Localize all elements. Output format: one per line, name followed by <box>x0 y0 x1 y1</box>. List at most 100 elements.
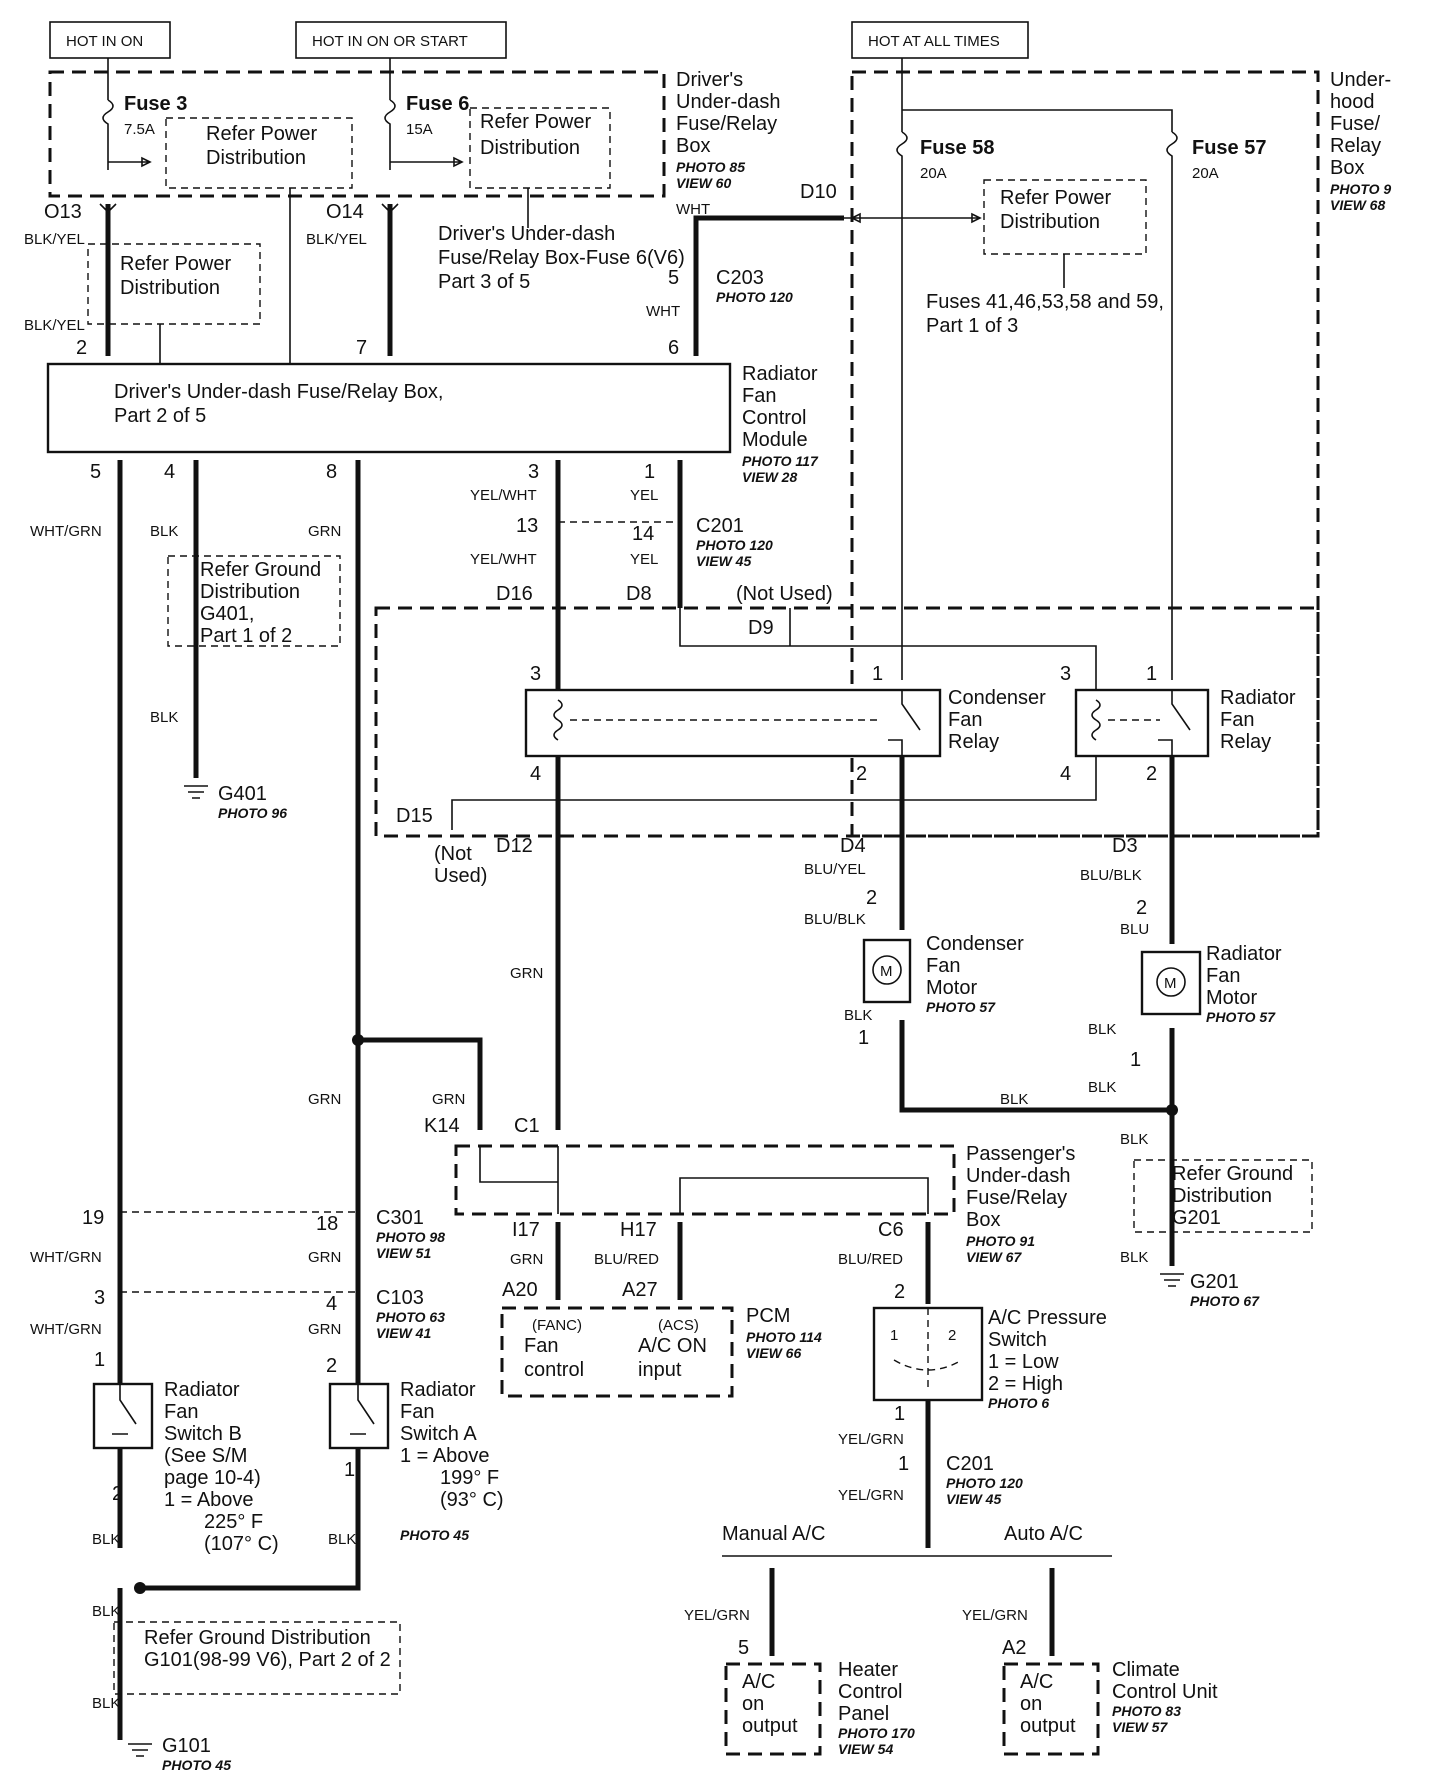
underhood-title-5: Box <box>1330 157 1364 179</box>
switch-a-title-5: 199° F <box>440 1467 499 1489</box>
radiator-motor-m: M <box>1164 975 1177 992</box>
wire-label-blk-yel-1: BLK/YEL <box>24 231 85 248</box>
connector-o13-label: O13 <box>44 201 82 223</box>
c103-pin-3: 3 <box>94 1287 105 1309</box>
connector-c201b-view: VIEW 45 <box>946 1491 1001 1507</box>
switch-b-title-8: (107° C) <box>204 1533 279 1555</box>
refer-power-box-2 <box>469 107 611 189</box>
g401-part-label: Part 1 of 2 <box>200 625 292 647</box>
radiator-relay-coil <box>1091 699 1101 741</box>
condenser-motor-title-2: Fan <box>926 955 960 977</box>
distribution-label-3: Distribution <box>120 277 220 299</box>
fuse-feed-wires <box>901 174 1173 680</box>
passenger-box-outline <box>454 1144 956 1216</box>
wire-label-blk-3: BLK <box>844 1007 872 1024</box>
wire-label-blu: BLU <box>1120 921 1149 938</box>
wire-label-yel-grn-1: YEL/GRN <box>838 1431 904 1448</box>
heater-title-1: Heater <box>838 1659 898 1681</box>
heater-output-line-2: on <box>742 1693 764 1715</box>
connector-c201b-photo: PHOTO 120 <box>946 1475 1023 1491</box>
radiator-relay-pin-1: 1 <box>1146 663 1157 685</box>
wire-label-blk-4: BLK <box>1088 1021 1116 1038</box>
g201-photo: PHOTO 67 <box>1190 1293 1260 1309</box>
header-hot-in-on-or-start-label: HOT IN ON OR START <box>312 33 468 50</box>
wire-label-blk-6: BLK <box>1000 1091 1028 1108</box>
passenger-box-title-2: Under-dash <box>966 1165 1071 1187</box>
rfcm-title-4: Module <box>742 429 808 451</box>
connector-d15-label: D15 <box>396 805 433 827</box>
wire-wht-d10 <box>693 215 844 356</box>
wire-label-yel-1: YEL <box>630 487 658 504</box>
g101-ref-label: G101(98-99 V6), Part 2 of 2 <box>144 1649 391 1671</box>
climate-output-line-3: output <box>1020 1715 1076 1737</box>
motor-wires <box>899 756 1175 1113</box>
switch-a-pin-2: 2 <box>326 1355 337 1377</box>
ac-switch-title-1: A/C Pressure <box>988 1307 1107 1329</box>
part-box-line-2: Part 2 of 5 <box>114 405 206 427</box>
wire-label-yel-grn-2: YEL/GRN <box>838 1487 904 1504</box>
condenser-relay-title-1: Condenser <box>948 687 1046 709</box>
wire-label-grn-3: GRN <box>308 1091 341 1108</box>
pin-13-c201: 13 <box>516 515 538 537</box>
wire-label-yel-wht-2: YEL/WHT <box>470 551 537 568</box>
rfcm-box <box>46 362 732 454</box>
condenser-relay-coil <box>553 699 563 741</box>
g401-ground-symbol <box>184 785 208 799</box>
radiator-relay-title-2: Fan <box>1220 709 1254 731</box>
wire-label-blk-7: BLK <box>1120 1131 1148 1148</box>
fuse6-ref-line-1: Driver's Under-dash <box>438 223 615 245</box>
switch-b-title-3: Switch B <box>164 1423 242 1445</box>
pcm-box <box>500 1306 734 1398</box>
d9-not-used-label: (Not Used) <box>736 583 833 605</box>
rfcm-title-3: Control <box>742 407 806 429</box>
rad-motor-pin-2: 2 <box>1136 897 1147 919</box>
condenser-relay-pin-4: 4 <box>530 763 541 785</box>
switch-b-title-2: Fan <box>164 1401 198 1423</box>
connector-c201b-label: C201 <box>946 1453 994 1475</box>
radiator-motor-title-3: Motor <box>1206 987 1257 1009</box>
pin-8-rfcm: 8 <box>326 461 337 483</box>
radiator-relay-contact <box>1158 690 1191 756</box>
distribution-label-1: Distribution <box>206 147 306 169</box>
wire-label-blk-1: BLK <box>150 523 178 540</box>
condenser-motor-title-3: Motor <box>926 977 977 999</box>
condenser-fan-relay <box>524 688 942 758</box>
rfcm-title-2: Fan <box>742 385 776 407</box>
fuse-3-symbol <box>102 58 114 170</box>
pin-1-rfcm: 1 <box>644 461 655 483</box>
wire-label-grn-4: GRN <box>432 1091 465 1108</box>
fuse6-ref-line-3: Part 3 of 5 <box>438 271 530 293</box>
drivers-box-title-4: Box <box>676 135 710 157</box>
pcm-fan-control-1: Fan <box>524 1335 558 1357</box>
radiator-fan-motor <box>1140 950 1202 1016</box>
condenser-relay-contact <box>888 690 921 756</box>
rad-motor-pin-1: 1 <box>1130 1049 1141 1071</box>
drivers-box-title-3: Fuse/Relay <box>676 113 777 135</box>
radiator-fan-relay <box>1074 688 1210 758</box>
pin-14-c201: 14 <box>632 523 654 545</box>
connector-d4-label: D4 <box>840 835 866 857</box>
underhood-title-4: Relay <box>1330 135 1381 157</box>
pin-3-rfcm: 3 <box>528 461 539 483</box>
refer-power-label-4: Refer Power <box>1000 187 1111 209</box>
ac-output-wires <box>769 1568 1055 1656</box>
radiator-motor-photo: PHOTO 57 <box>1206 1009 1276 1025</box>
wire-blk-g101 <box>117 1448 361 1740</box>
wire-label-blu-yel: BLU/YEL <box>804 861 866 878</box>
refer-ground-box-g401 <box>167 555 341 647</box>
connector-d3-label: D3 <box>1112 835 1138 857</box>
not-used-label-1: (Not <box>434 843 472 865</box>
passenger-box-title-4: Box <box>966 1209 1000 1231</box>
ac-switch-photo: PHOTO 6 <box>988 1395 1049 1411</box>
radiator-motor-title-1: Radiator <box>1206 943 1282 965</box>
switch-a-title-2: Fan <box>400 1401 434 1423</box>
drivers-box-photo: PHOTO 85 <box>676 159 745 175</box>
switch-b-title-4: (See S/M <box>164 1445 247 1467</box>
pcm-ac-on-1: A/C ON <box>638 1335 707 1357</box>
condenser-relay-title-2: Fan <box>948 709 982 731</box>
wire-label-wht-grn-1: WHT/GRN <box>30 523 102 540</box>
pcm-acs: (ACS) <box>658 1317 699 1334</box>
connector-o14-label: O14 <box>326 201 364 223</box>
connector-d10-label: D10 <box>800 181 837 203</box>
pcm-fanc: (FANC) <box>532 1317 582 1334</box>
